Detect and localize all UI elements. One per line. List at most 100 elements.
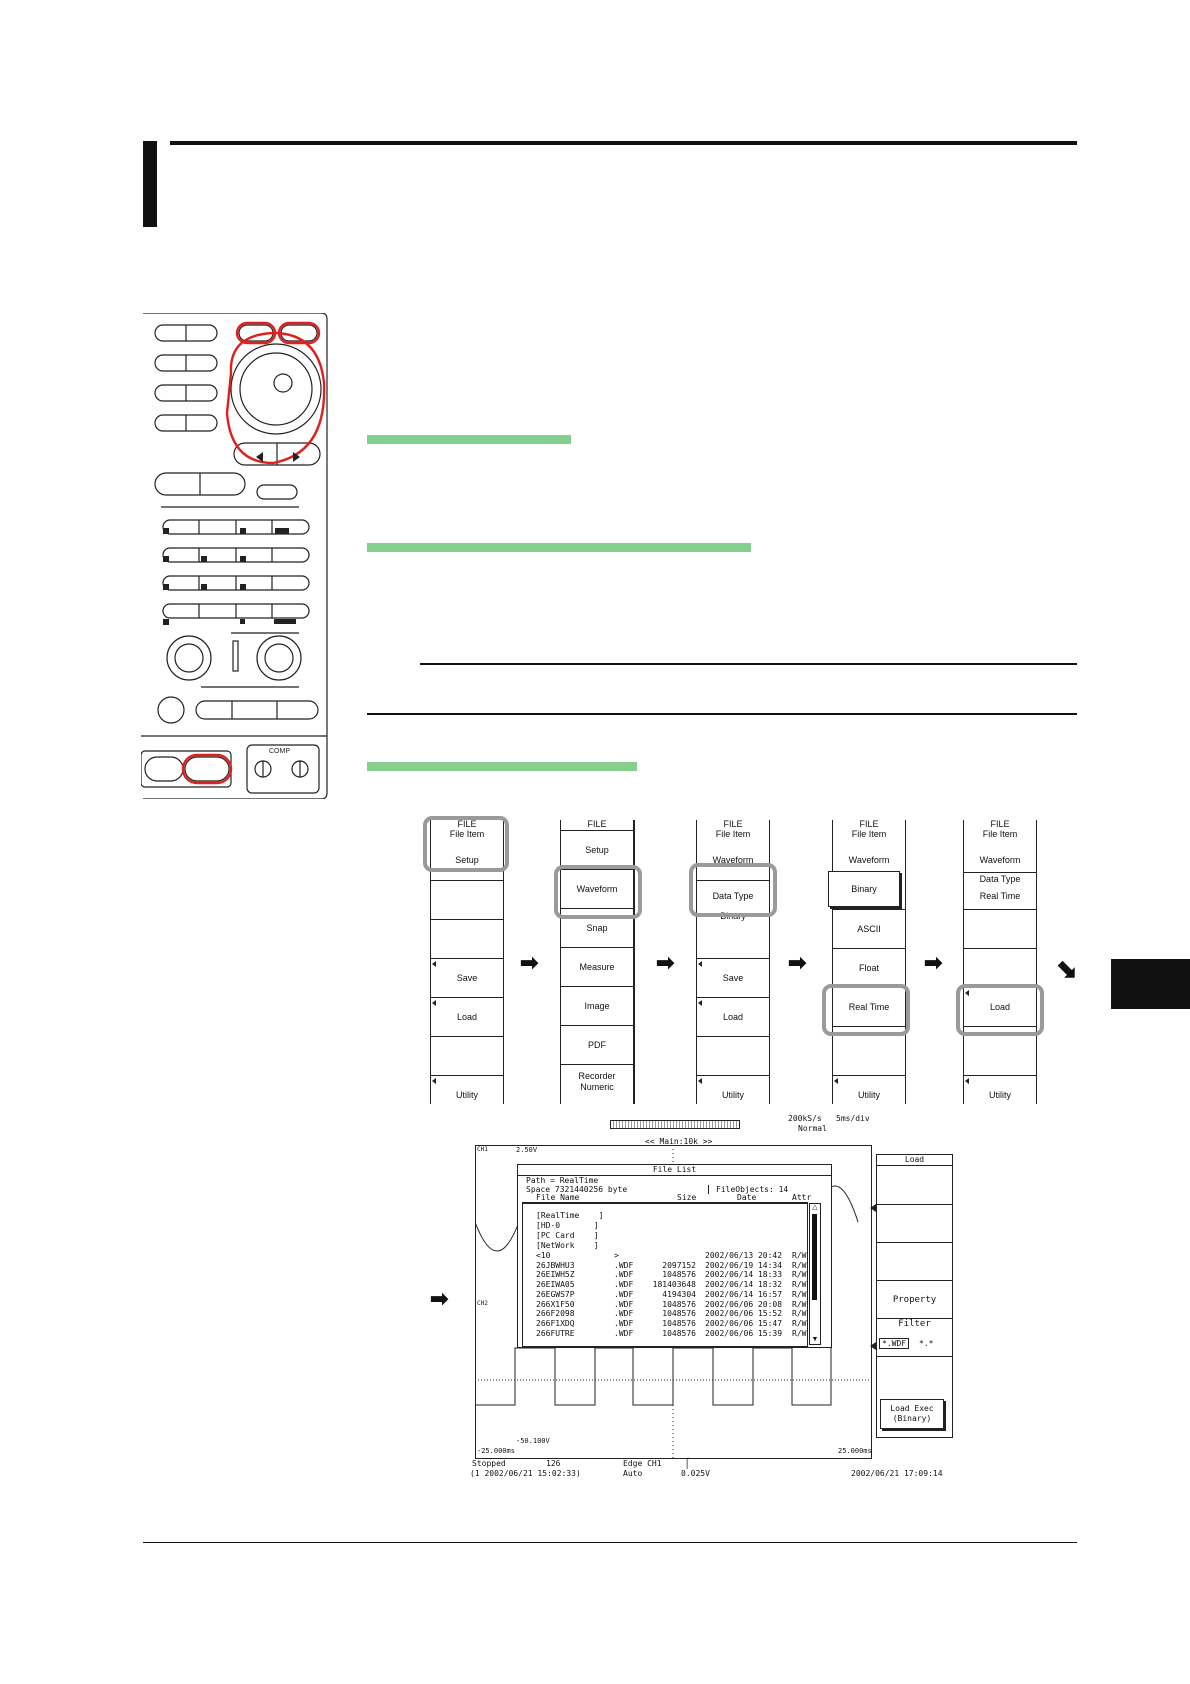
cell-ext: .WDF <box>614 1328 634 1338</box>
menu-item-data-type[interactable]: Data Type <box>712 891 754 901</box>
right-time: 25.000ms <box>838 1447 872 1455</box>
submenu-marker <box>432 961 436 967</box>
menu-item-measure[interactable]: Measure <box>561 947 633 987</box>
menu-item-save[interactable]: Save <box>431 958 503 998</box>
cell-attr: R/W <box>792 1318 807 1328</box>
menu-item-utility[interactable]: Utility <box>697 1075 769 1115</box>
acq-date: (1 2002/06/21 15:02:33) <box>470 1469 581 1478</box>
load-exec-button[interactable]: Load Exec (Binary) <box>880 1399 944 1429</box>
acq-status: Stopped <box>472 1459 506 1468</box>
chapter-side-tab <box>1111 959 1190 1009</box>
scroll-up-icon[interactable]: △ <box>812 1204 818 1211</box>
menu-item-empty <box>964 948 1036 988</box>
submenu-marker <box>698 1078 702 1084</box>
flow-arrow: ➡ <box>656 950 675 975</box>
current-path: Path = RealTime <box>526 1176 599 1185</box>
file-menu-1: FILE File Item Setup Save Load Utility <box>430 820 504 1104</box>
menu-item-setup[interactable]: Setup <box>455 855 479 865</box>
cell-ext: .WDF <box>614 1260 634 1270</box>
section-heading-bar-1 <box>367 435 571 444</box>
menu-header: FILE <box>723 819 743 829</box>
cell-date: 2002/06/14 16:57 <box>705 1289 783 1299</box>
cell-attr: R/W <box>792 1328 807 1338</box>
menu-item-waveform[interactable]: Waveform <box>848 855 890 865</box>
cell-date: 2002/06/13 20:42 <box>705 1251 783 1260</box>
menu-item-utility[interactable]: Utility <box>964 1075 1036 1115</box>
col-file-name[interactable]: File Name <box>536 1193 580 1202</box>
col-date[interactable]: Date <box>737 1193 757 1202</box>
menu-item-recorder-numeric[interactable]: Recorder Numeric <box>561 1064 633 1104</box>
cell-attr: R/W <box>792 1299 807 1309</box>
menu-item-waveform[interactable]: Waveform <box>979 855 1021 865</box>
menu-item-save[interactable]: Save <box>697 958 769 998</box>
option-binary[interactable]: Binary <box>828 871 900 907</box>
option-ascii[interactable]: ASCII <box>833 909 905 949</box>
menu-item-load[interactable]: Load <box>431 997 503 1037</box>
filter-all[interactable]: *.* <box>919 1339 934 1348</box>
cell-size: 2097152 <box>662 1260 696 1270</box>
trigger-source: Edge CH1 <box>623 1459 662 1468</box>
col-size[interactable]: Size <box>677 1193 697 1202</box>
scroll-thumb[interactable] <box>812 1214 817 1300</box>
menu-item-utility[interactable]: Utility <box>431 1075 503 1115</box>
menu-item-setup[interactable]: Setup <box>561 830 633 870</box>
submenu-marker <box>834 1078 838 1084</box>
ch1-scale: 2.50V <box>516 1146 538 1154</box>
col-attr[interactable]: Attr <box>792 1193 812 1202</box>
menu-item-image[interactable]: Image <box>561 986 633 1026</box>
option-float[interactable]: Float <box>833 948 905 988</box>
submenu-marker <box>432 1078 436 1084</box>
menu-item-load[interactable]: Load <box>697 997 769 1037</box>
list-item-dir[interactable]: [RealTime ] <box>536 1211 604 1220</box>
file-list-dialog: File List Path = RealTime Space 73214402… <box>517 1164 832 1348</box>
cell-size: 1048576 <box>662 1328 696 1338</box>
cell-name: 26EIWA05 <box>536 1280 575 1290</box>
list-scrollbar[interactable]: △ ▼ <box>809 1203 821 1345</box>
cell-attr: R/W <box>792 1260 807 1270</box>
cell-size: 1048576 <box>662 1299 696 1309</box>
cell-name: 26JBWHU3 <box>536 1260 575 1270</box>
filter-selected[interactable]: *.WDF <box>879 1338 910 1349</box>
cell-date: 2002/06/06 15:39 <box>705 1328 783 1338</box>
menu-item-utility[interactable]: Utility <box>833 1075 905 1115</box>
submenu-marker <box>698 961 702 967</box>
menu-item-empty <box>431 1036 503 1076</box>
cell-size: 1048576 <box>662 1270 696 1280</box>
menu-item-snap[interactable]: Snap <box>561 908 633 948</box>
menu-item-waveform[interactable]: Waveform <box>712 855 754 865</box>
cell-name: 26EGWS7P <box>536 1289 575 1299</box>
softkey-empty <box>877 1356 952 1395</box>
cell-size: 181403648 <box>652 1280 696 1290</box>
menu-item-empty <box>697 1036 769 1076</box>
cell-name: <10 <box>536 1251 551 1260</box>
menu-title: File Item <box>715 829 751 839</box>
list-item-dir[interactable]: [PC Card ] <box>536 1231 599 1240</box>
menu-item-pdf[interactable]: PDF <box>561 1025 633 1065</box>
property-button[interactable]: Property <box>877 1280 952 1319</box>
cell-name: 266F1XDQ <box>536 1318 575 1328</box>
option-binary-label: Binary <box>851 884 877 894</box>
panel-title: Load <box>877 1155 952 1166</box>
menu-item-empty <box>833 1026 905 1076</box>
highlight-load <box>956 984 1044 1036</box>
trigger-level: 0.025V <box>681 1469 710 1478</box>
section-heading-bar-2 <box>367 543 751 552</box>
cell-attr: R/W <box>792 1270 807 1280</box>
filter-label: Filter <box>877 1318 952 1329</box>
list-item-dir[interactable]: [NetWork ] <box>536 1241 599 1250</box>
scroll-down-icon[interactable]: ▼ <box>811 1336 819 1343</box>
menu-item-waveform[interactable]: Waveform <box>561 869 633 909</box>
menu-item-empty <box>964 909 1036 949</box>
menu-item-data-type[interactable]: Data Type <box>964 872 1036 884</box>
list-item-dir[interactable]: [HD-0 ] <box>536 1221 599 1230</box>
submenu-marker <box>965 1078 969 1084</box>
